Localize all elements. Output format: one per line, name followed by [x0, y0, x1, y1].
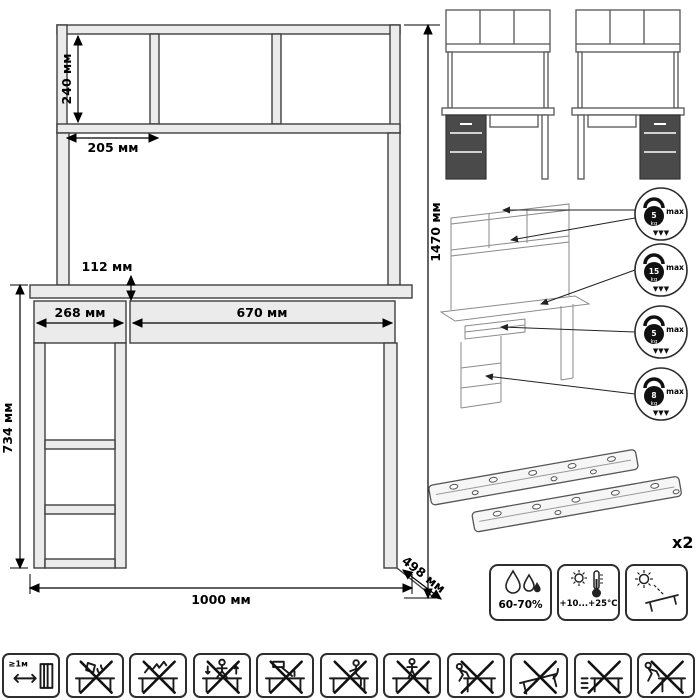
load-weight: 8 — [651, 391, 656, 400]
pictogram-no-dragging — [574, 653, 632, 698]
dim-drawer-height: 112 мм — [82, 259, 133, 274]
load-max: max — [666, 387, 684, 396]
temperature-value: +10...+25°С — [559, 599, 618, 609]
load-callout-1: 5 kg max ▼▼▼ — [634, 187, 688, 241]
wireframe-desk — [439, 203, 591, 409]
no-cutting-icon — [138, 659, 178, 694]
no-standing-icon — [392, 657, 432, 694]
load-callout-3: 5 kg max ▼▼▼ — [634, 305, 688, 359]
kettlebell-icon — [643, 253, 665, 282]
load-max: max — [666, 325, 684, 334]
slides-quantity-label: x2 — [672, 533, 693, 552]
desk-dimension-drawing: 240 мм 205 мм 1470 мм 112 мм 268 мм 670 … — [0, 23, 448, 607]
down-arrows-icon: ▼▼▼ — [653, 285, 670, 293]
kettlebell-icon — [643, 315, 665, 344]
water-drops-icon — [504, 569, 541, 594]
desktop-panel — [29, 284, 413, 299]
pictogram-no-pushing — [637, 653, 695, 698]
pictogram-no-tilting — [510, 653, 568, 698]
drawer-slides-drawing: x2 — [428, 449, 693, 552]
temperature-spec-box: +10...+25°С — [557, 564, 620, 621]
keep-distance-icon: ≥1м — [8, 658, 54, 689]
leader-lines — [485, 206, 636, 395]
slide-rails-icon — [428, 449, 682, 533]
pictogram-no-liquids — [66, 653, 124, 698]
variant-right-icon — [571, 9, 685, 180]
pictogram-no-standing — [383, 653, 441, 698]
pictogram-keep-distance: ≥1м — [2, 653, 60, 698]
dim-shelf-width: 205 мм — [88, 140, 139, 155]
dim-left-drawer-width: 268 мм — [55, 305, 106, 320]
no-climbing-icon — [455, 659, 496, 694]
load-weight: 5 — [651, 211, 656, 220]
load-weight: 15 — [649, 267, 659, 276]
humidity-spec-box: 60-70% — [489, 564, 552, 621]
dimension-lines — [10, 23, 442, 600]
load-unit: kg — [651, 277, 658, 283]
dim-desk-height: 734 мм — [0, 403, 15, 454]
humidity-value: 60-70% — [498, 599, 543, 611]
down-arrows-icon: ▼▼▼ — [653, 229, 670, 237]
load-unit: kg — [651, 221, 658, 227]
load-max: max — [666, 207, 684, 216]
orientation-variants — [441, 9, 685, 180]
dim-total-width: 1000 мм — [191, 592, 251, 607]
desk-body — [29, 284, 433, 597]
dim-total-height: 1470 мм — [428, 202, 443, 262]
desk-hutch — [56, 24, 401, 286]
variant-left-icon — [441, 9, 555, 180]
no-dragging-icon — [580, 659, 623, 694]
sun-table-icon — [634, 570, 679, 612]
load-max: max — [666, 263, 684, 272]
no-hammering-icon — [265, 659, 305, 694]
load-unit: kg — [651, 339, 658, 345]
pictogram-no-jumping — [193, 653, 251, 698]
no-tilting-icon — [519, 659, 559, 695]
pictogram-no-hammering — [256, 653, 314, 698]
thermometer-icon — [570, 570, 603, 598]
down-arrows-icon: ▼▼▼ — [653, 347, 670, 355]
kettlebell-icon — [643, 377, 665, 406]
load-callout-2: 15 kg max ▼▼▼ — [634, 243, 688, 297]
pictogram-no-climbing — [447, 653, 505, 698]
sunlight-spec-box — [625, 564, 688, 621]
no-sitting-icon — [329, 658, 369, 694]
no-liquids-icon — [75, 659, 115, 694]
down-arrows-icon: ▼▼▼ — [653, 409, 670, 417]
dim-right-drawer-width: 670 мм — [237, 305, 288, 320]
pictogram-no-cutting — [129, 653, 187, 698]
no-pushing-icon — [644, 659, 686, 694]
no-jumping-icon — [202, 658, 242, 694]
kettlebell-icon — [643, 197, 665, 226]
dim-shelf-height: 240 мм — [59, 54, 74, 105]
load-weight: 5 — [651, 329, 656, 338]
pictogram-no-sitting — [320, 653, 378, 698]
load-unit: kg — [651, 401, 658, 407]
min-distance-label: ≥1м — [8, 658, 28, 668]
load-callout-4: 8 kg max ▼▼▼ — [634, 367, 688, 421]
load-limit-diagram: 5 kg max ▼▼▼ 15 kg max ▼▼▼ 5 kg max — [439, 187, 688, 421]
